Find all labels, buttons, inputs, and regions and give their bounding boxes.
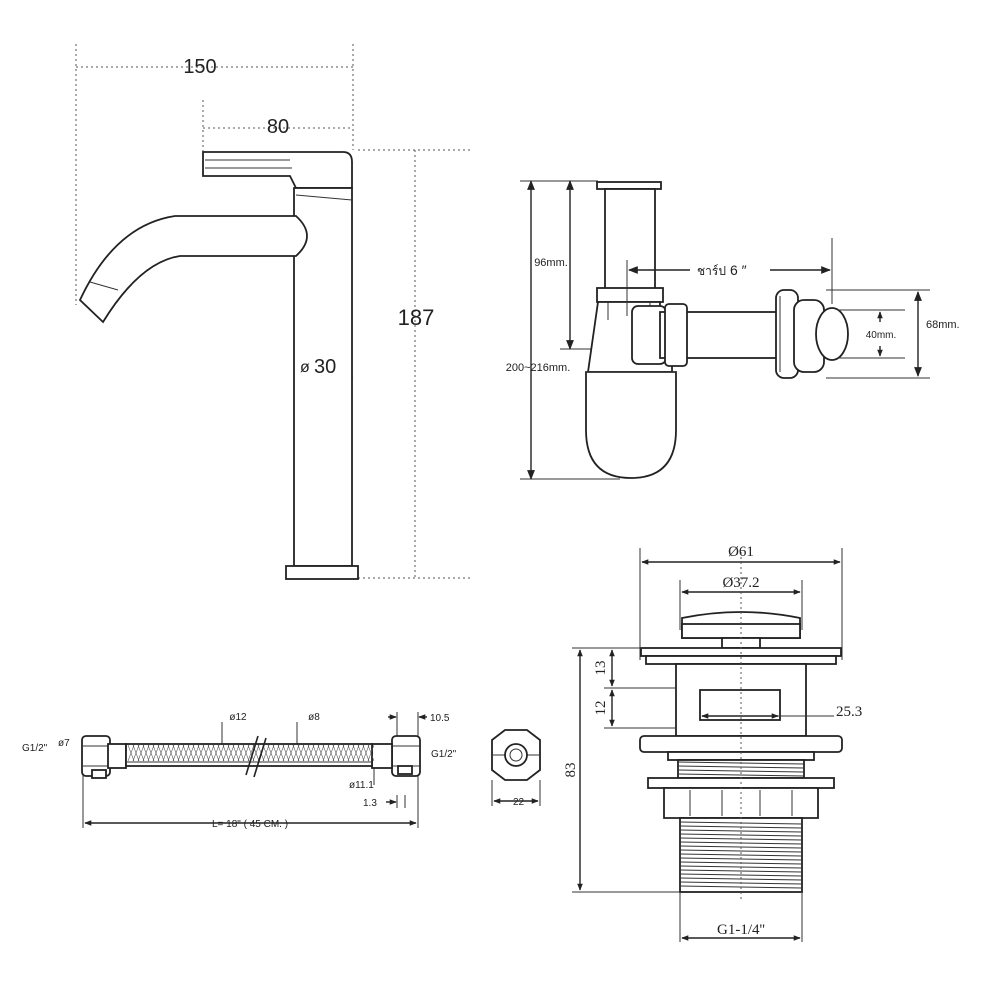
braid-hatch-line: [332, 744, 340, 762]
braid-hatch-line: [232, 744, 240, 762]
braid-hatch-line: [132, 744, 140, 762]
braid-hatch-line: [202, 744, 210, 762]
braid-hatch-line: [367, 744, 375, 762]
braid-hatch-line: [217, 744, 225, 762]
braid-hatch-line: [317, 744, 325, 762]
hose-dim-g12-right: G1/2": [431, 749, 457, 760]
braid-hatch-line: [192, 744, 200, 762]
braid-hatch-line: [307, 744, 315, 762]
braid-hatch-line: [357, 744, 365, 762]
thread-line: [679, 829, 803, 833]
braid-hatch-line: [152, 744, 160, 762]
drain-dim-d37-2: Ø37.2: [722, 575, 759, 591]
braid-hatch-line: [322, 744, 330, 762]
braid-hatch-line: [237, 744, 245, 762]
trap-dim-label: ชาร์ป: [697, 264, 726, 278]
braid-hatch-line: [287, 744, 295, 762]
braid-hatch-line: [222, 744, 230, 762]
thread-line: [679, 849, 803, 853]
braid-hatch-line: [187, 744, 195, 762]
braid-hatch-line: [207, 744, 215, 762]
hose-dim-d7: ø7: [58, 738, 70, 749]
braid-hatch-line: [267, 744, 275, 762]
trap-dim-96: 96mm.: [534, 257, 568, 269]
braid-hatch-line: [347, 744, 355, 762]
hose-dim-d12: ø12: [229, 712, 247, 723]
drain-drawing: Ø61 Ø37.2 13 12 25.3 83 G1-1/4'': [563, 544, 862, 942]
braid-hatch-line: [182, 744, 190, 762]
braid-hatch-line: [137, 744, 145, 762]
braid-hatch-line: [252, 744, 260, 762]
trap-dim-200-216: 200~216mm.: [506, 362, 571, 374]
braid-hatch-line: [142, 744, 150, 762]
hose-braid-hatch: [127, 744, 375, 762]
faucet-diameter: 30: [314, 356, 336, 378]
hose-dim-d11-1: ø11.1: [349, 780, 374, 791]
hose-drawing: ø12 ø8 10.5 G1/2" ø7 G1/2" ø11.1 1.3 L= …: [22, 712, 541, 830]
drain-dim-d61: Ø61: [728, 544, 754, 560]
braid-hatch-line: [297, 744, 305, 762]
drain-dim-25-3: 25.3: [836, 704, 862, 720]
braid-hatch-line: [277, 744, 285, 762]
faucet-drawing: 150 80 187 ø 30: [75, 44, 470, 580]
braid-hatch-line: [352, 744, 360, 762]
braid-hatch-line: [282, 744, 290, 762]
braid-hatch-line: [342, 744, 350, 762]
bottle-trap-drawing: 96mm. 200~216mm. ชาร์ป 6 ″ 40mm. 68mm.: [506, 180, 960, 480]
braid-hatch-line: [337, 744, 345, 762]
hose-dim-nut: 22: [513, 797, 525, 808]
hose-dim-g12-left: G1/2": [22, 743, 48, 754]
hose-dim-length: L= 18" ( 45 CM. ): [212, 819, 288, 830]
braid-hatch-line: [362, 744, 370, 762]
braid-hatch-line: [197, 744, 205, 762]
thread-line: [679, 873, 803, 877]
braid-hatch-line: [312, 744, 320, 762]
drain-dim-83: 83: [563, 763, 579, 778]
braid-hatch-line: [292, 744, 300, 762]
faucet-height: 187: [398, 305, 435, 330]
braid-hatch-line: [302, 744, 310, 762]
braid-hatch-line: [262, 744, 270, 762]
braid-hatch-line: [177, 744, 185, 762]
braid-hatch-line: [167, 744, 175, 762]
braid-hatch-line: [157, 744, 165, 762]
thread-line: [679, 853, 803, 857]
drain-dim-13: 13: [593, 661, 609, 676]
drain-dim-12: 12: [593, 701, 609, 716]
braid-hatch-line: [247, 744, 255, 762]
braid-hatch-line: [227, 744, 235, 762]
thread-line: [679, 869, 803, 873]
faucet-width-total: 150: [183, 56, 216, 78]
trap-dim-68: 68mm.: [926, 319, 960, 331]
braid-hatch-line: [242, 744, 250, 762]
braid-hatch-line: [212, 744, 220, 762]
thread-line: [677, 773, 805, 777]
hose-dim-1-3: 1.3: [363, 798, 377, 809]
thread-line: [677, 769, 805, 773]
trap-dim-size: 6 ″: [730, 262, 747, 278]
trap-dim-40: 40mm.: [866, 330, 897, 341]
faucet-width-spout: 80: [267, 116, 289, 138]
faucet-diameter-symbol: ø: [300, 359, 310, 376]
braid-hatch-line: [162, 744, 170, 762]
thread-line: [679, 833, 803, 837]
hose-dim-10-5: 10.5: [430, 713, 450, 724]
braid-hatch-line: [147, 744, 155, 762]
braid-hatch-line: [172, 744, 180, 762]
braid-hatch-line: [272, 744, 280, 762]
braid-hatch-line: [327, 744, 335, 762]
drain-dim-thread: G1-1/4'': [717, 922, 765, 938]
hose-dim-d8: ø8: [308, 712, 320, 723]
braid-hatch-line: [127, 744, 135, 762]
